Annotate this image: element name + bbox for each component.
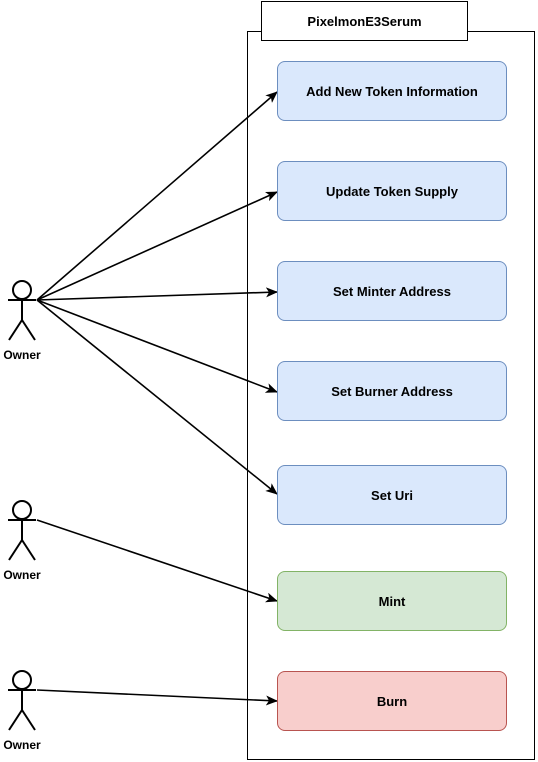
association-mint bbox=[36, 519, 278, 603]
usecase-set-minter-address[interactable]: Set Minter Address bbox=[277, 261, 507, 321]
usecase-mint[interactable]: Mint bbox=[277, 571, 507, 631]
usecase-set-burner-address[interactable]: Set Burner Address bbox=[277, 361, 507, 421]
association-set-burner-address bbox=[36, 299, 278, 393]
usecase-set-uri[interactable]: Set Uri bbox=[277, 465, 507, 525]
usecase-update-token-supply[interactable]: Update Token Supply bbox=[277, 161, 507, 221]
association-burn bbox=[36, 689, 278, 706]
actor-owner-3-label: Owner bbox=[3, 738, 41, 752]
actor-owner-2-label: Owner bbox=[3, 568, 41, 582]
actor-owner-1-figure bbox=[8, 280, 36, 341]
system-title: PixelmonE3Serum bbox=[261, 1, 468, 41]
association-set-uri bbox=[36, 299, 278, 495]
association-update-token-supply bbox=[36, 191, 278, 301]
usecase-add-new-token-information[interactable]: Add New Token Information bbox=[277, 61, 507, 121]
association-set-minter-address bbox=[36, 287, 278, 301]
actor-owner-3-figure bbox=[8, 670, 36, 731]
usecase-burn[interactable]: Burn bbox=[277, 671, 507, 731]
association-add-token-info bbox=[36, 91, 278, 301]
actor-owner-2-figure bbox=[8, 500, 36, 561]
actor-owner-1-label: Owner bbox=[3, 348, 41, 362]
